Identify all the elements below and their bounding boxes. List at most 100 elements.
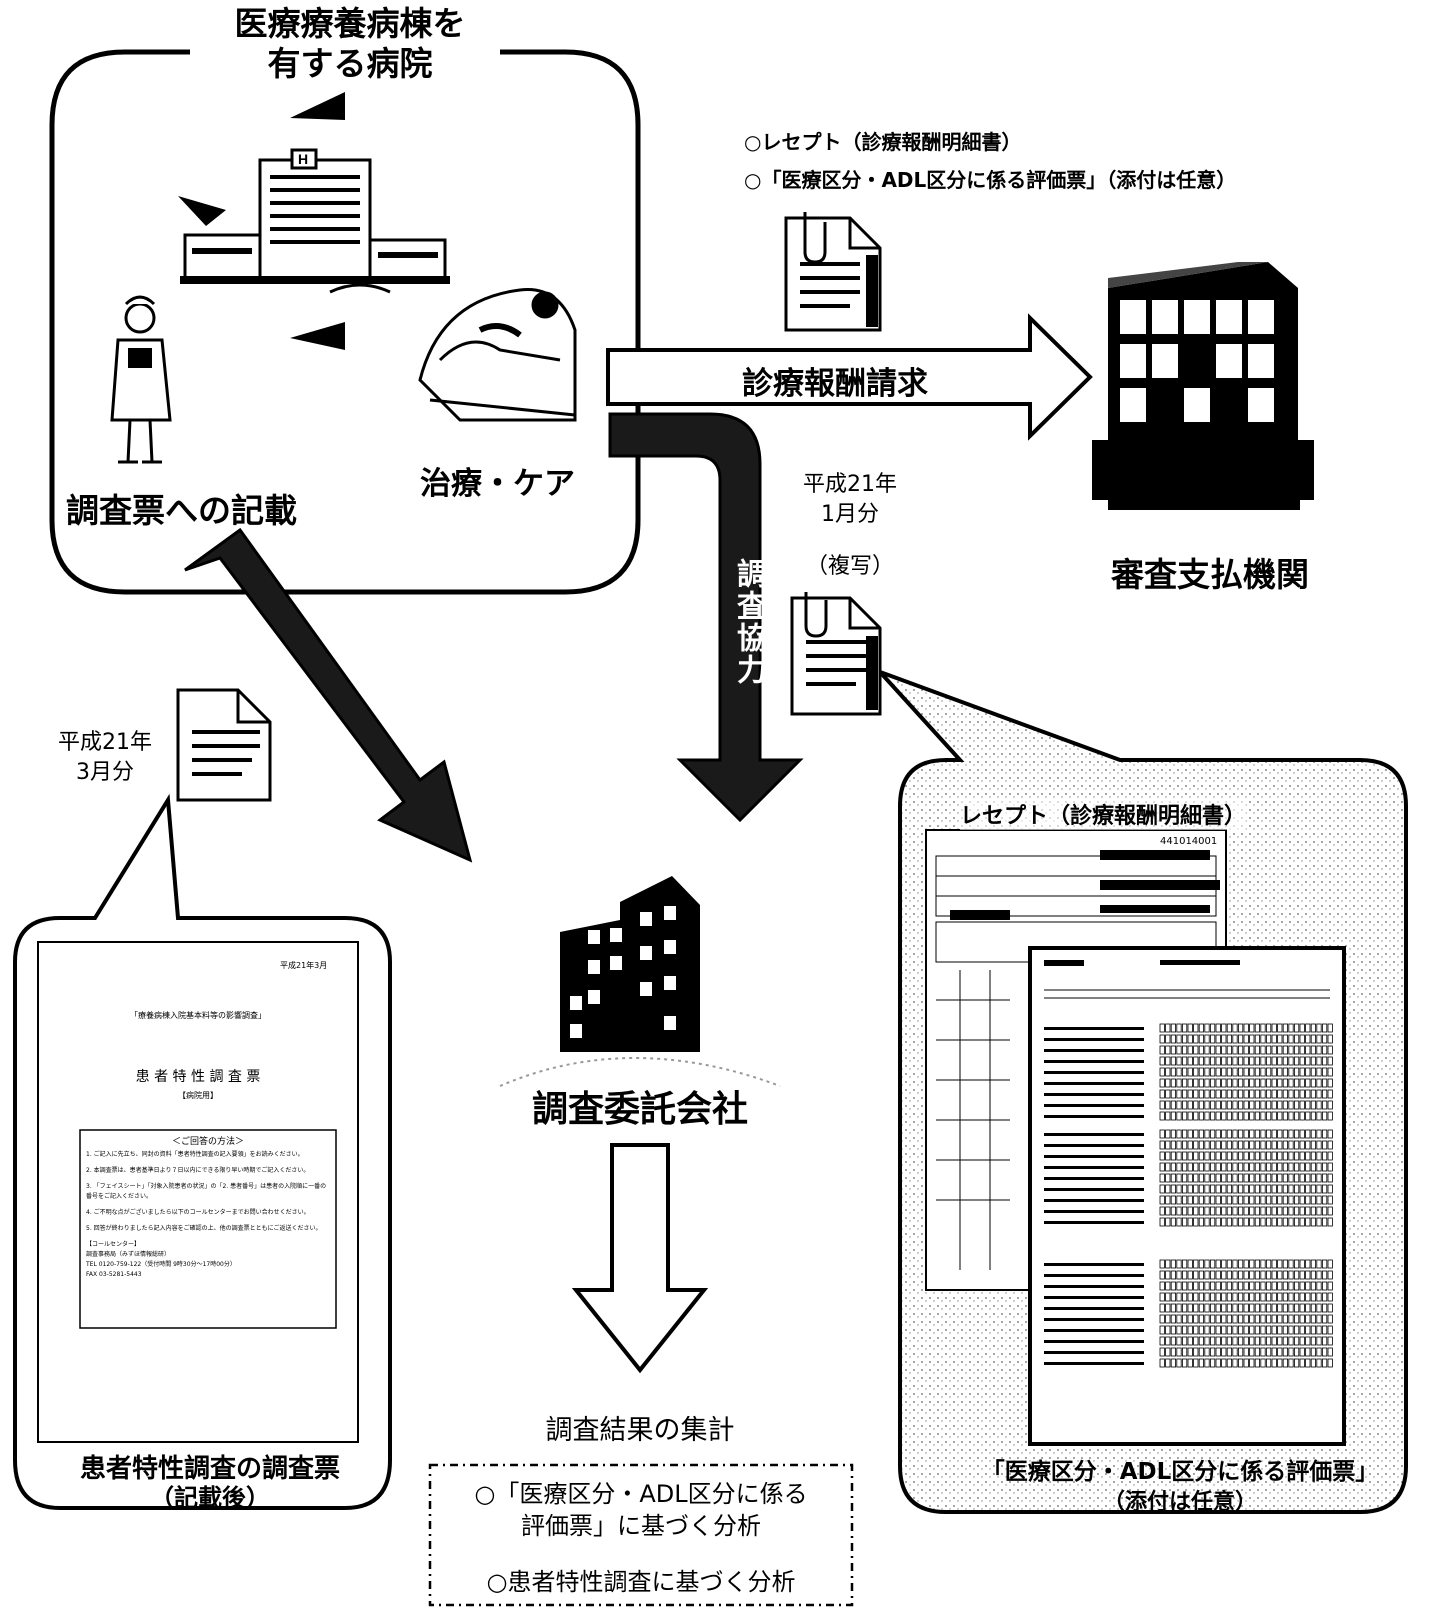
eval-checkbox xyxy=(1254,1034,1260,1044)
eval-checkbox xyxy=(1204,1100,1210,1110)
eval-checkbox xyxy=(1288,1056,1294,1066)
eval-checkbox xyxy=(1187,1347,1193,1357)
eval-checkbox xyxy=(1327,1140,1333,1150)
eval-checkbox xyxy=(1271,1056,1277,1066)
eval-checkbox xyxy=(1215,1281,1221,1291)
eval-checkbox xyxy=(1322,1206,1328,1216)
eval-row-line xyxy=(1044,1221,1144,1224)
eval-checkbox xyxy=(1193,1151,1199,1161)
eval-checkbox xyxy=(1254,1281,1260,1291)
eval-checkbox xyxy=(1316,1195,1322,1205)
eval-checkbox xyxy=(1198,1292,1204,1302)
form-call-center: 【コールセンター】 xyxy=(86,1241,141,1248)
eval-checkbox xyxy=(1299,1347,1305,1357)
eval-checkbox xyxy=(1288,1325,1294,1335)
eval-checkbox xyxy=(1277,1347,1283,1357)
eval-checkbox xyxy=(1193,1100,1199,1110)
ray-bottom xyxy=(290,322,345,350)
eval-checkbox xyxy=(1170,1111,1176,1121)
eval-checkbox xyxy=(1159,1089,1165,1099)
eval-checkbox xyxy=(1198,1173,1204,1183)
eval-checkbox xyxy=(1299,1089,1305,1099)
eval-checkbox xyxy=(1254,1217,1260,1227)
eval-checkbox xyxy=(1204,1347,1210,1357)
eval-row-line xyxy=(1044,1144,1144,1147)
eval-checkbox xyxy=(1182,1151,1188,1161)
eval-checkbox xyxy=(1210,1270,1216,1280)
eval-checkbox xyxy=(1294,1173,1300,1183)
eval-checkbox xyxy=(1215,1045,1221,1055)
eval-checkbox xyxy=(1316,1089,1322,1099)
eval-checkbox xyxy=(1238,1089,1244,1099)
eval-checkbox xyxy=(1238,1056,1244,1066)
eval-checkbox xyxy=(1170,1314,1176,1324)
eval-checkbox xyxy=(1277,1173,1283,1183)
eval-checkbox xyxy=(1232,1206,1238,1216)
eval-row-line xyxy=(1044,1329,1144,1332)
eval-checkbox xyxy=(1170,1056,1176,1066)
eval-checkbox xyxy=(1232,1217,1238,1227)
eval-checkbox xyxy=(1165,1100,1171,1110)
eval-checkbox xyxy=(1204,1140,1210,1150)
eval-checkbox xyxy=(1288,1067,1294,1077)
eval-checkbox xyxy=(1182,1314,1188,1324)
eval-checkbox xyxy=(1266,1358,1272,1368)
eval-checkbox xyxy=(1294,1089,1300,1099)
eval-checkbox xyxy=(1243,1325,1249,1335)
company-building-icon xyxy=(499,876,781,1087)
eval-checkbox xyxy=(1277,1067,1283,1077)
eval-checkbox xyxy=(1322,1173,1328,1183)
eval-checkbox xyxy=(1243,1129,1249,1139)
eval-row-line xyxy=(1044,1155,1144,1158)
eval-checkbox xyxy=(1165,1292,1171,1302)
eval-checkbox xyxy=(1277,1184,1283,1194)
eval-checkbox xyxy=(1249,1358,1255,1368)
eval-checkbox xyxy=(1316,1056,1322,1066)
eval-row-line xyxy=(1044,1199,1144,1202)
eval-checkbox xyxy=(1271,1140,1277,1150)
eval-checkbox xyxy=(1254,1358,1260,1368)
eval-checkbox xyxy=(1215,1173,1221,1183)
billing-item-receipt: ○レセプト（診療報酬明細書） xyxy=(744,130,1022,154)
eval-checkbox xyxy=(1294,1111,1300,1121)
eval-checkbox xyxy=(1260,1195,1266,1205)
eval-checkbox xyxy=(1271,1023,1277,1033)
eval-checkbox xyxy=(1210,1067,1216,1077)
eval-checkbox xyxy=(1327,1089,1333,1099)
eval-checkbox xyxy=(1165,1056,1171,1066)
eval-checkbox xyxy=(1198,1347,1204,1357)
eval-checkbox xyxy=(1254,1314,1260,1324)
eval-checkbox xyxy=(1210,1217,1216,1227)
eval-checkbox xyxy=(1198,1325,1204,1335)
eval-checkbox xyxy=(1176,1067,1182,1077)
eval-checkbox xyxy=(1277,1281,1283,1291)
eval-checkbox xyxy=(1271,1217,1277,1227)
eval-checkbox xyxy=(1165,1078,1171,1088)
eval-checkbox xyxy=(1165,1067,1171,1077)
eval-checkbox xyxy=(1282,1303,1288,1313)
eval-checkbox xyxy=(1176,1100,1182,1110)
eval-checkbox xyxy=(1215,1259,1221,1269)
eval-checkbox xyxy=(1266,1292,1272,1302)
eval-checkbox xyxy=(1327,1078,1333,1088)
eval-checkbox xyxy=(1232,1100,1238,1110)
eval-checkbox xyxy=(1316,1184,1322,1194)
eval-checkbox xyxy=(1238,1336,1244,1346)
eval-row-line xyxy=(1044,1307,1144,1310)
eval-checkbox xyxy=(1210,1078,1216,1088)
eval-checkbox xyxy=(1198,1023,1204,1033)
eval-checkbox xyxy=(1176,1358,1182,1368)
eval-checkbox xyxy=(1226,1292,1232,1302)
eval-checkbox xyxy=(1294,1347,1300,1357)
eval-checkbox xyxy=(1204,1111,1210,1121)
eval-checkbox xyxy=(1322,1162,1328,1172)
eval-checkbox xyxy=(1215,1056,1221,1066)
eval-checkbox xyxy=(1176,1111,1182,1121)
eval-checkbox xyxy=(1260,1129,1266,1139)
eval-checkbox xyxy=(1294,1281,1300,1291)
eval-checkbox xyxy=(1249,1100,1255,1110)
eval-checkbox xyxy=(1221,1292,1227,1302)
eval-checkbox xyxy=(1215,1206,1221,1216)
eval-checkbox xyxy=(1260,1056,1266,1066)
eval-checkbox xyxy=(1221,1056,1227,1066)
